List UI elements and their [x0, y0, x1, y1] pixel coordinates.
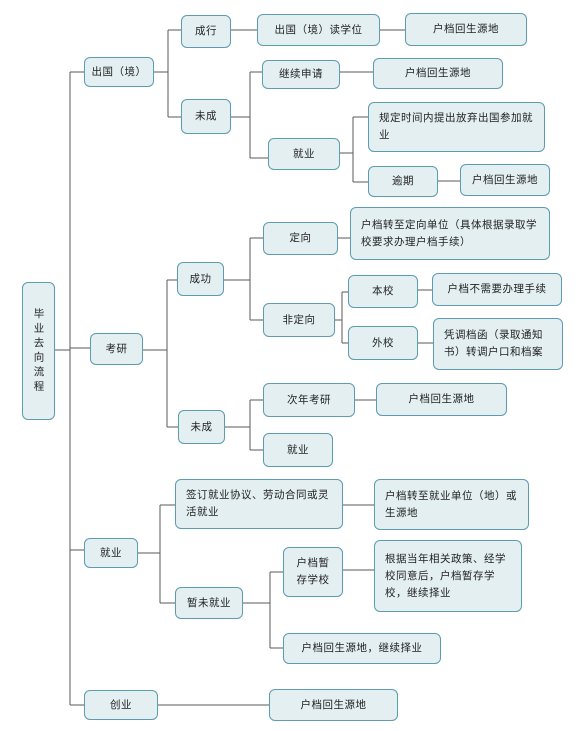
- node-employ-return: 户档回生源地，继续择业: [283, 633, 441, 664]
- node-grad-nondirected: 非定向: [263, 303, 335, 337]
- node-employ-signed-result: 户档转至就业单位（地）或生源地: [374, 479, 529, 530]
- node-grad-fail: 未成: [178, 410, 225, 444]
- node-grad-directed-result: 户档转至定向单位（具体根据录取学校要求办理户档手续）: [350, 207, 550, 260]
- node-grad-same-school: 本校: [348, 275, 418, 308]
- node-grad-same-school-result: 户档不需要办理手续: [432, 273, 562, 306]
- node-abroad-employ-giveup: 规定时间内提出放弃出国参加就业: [368, 102, 545, 152]
- node-employ-signed: 签订就业协议、劳动合同或灵活就业: [175, 479, 343, 529]
- node-abroad-employ: 就业: [268, 138, 340, 170]
- node-grad-fail-employ: 就业: [263, 433, 333, 467]
- root-label: 毕业去向流程: [32, 307, 45, 395]
- node-grad-other-school: 外校: [348, 326, 418, 360]
- node-abroad-study: 出国（境）读学位: [257, 14, 380, 46]
- node-startup-result: 户档回生源地: [269, 689, 398, 721]
- node-abroad-reapply-result: 户档回生源地: [373, 58, 503, 89]
- node-startup: 创业: [84, 690, 158, 720]
- node-grad-retry: 次年考研: [263, 383, 355, 417]
- node-abroad-study-result: 户档回生源地: [405, 13, 527, 46]
- node-grad-retry-result: 户档回生源地: [376, 383, 507, 416]
- node-employ-keep-school: 户档暂存学校: [283, 547, 343, 597]
- node-abroad-reapply: 继续申请: [262, 60, 340, 89]
- node-grad-success: 成功: [177, 262, 224, 296]
- node-employment: 就业: [84, 538, 138, 568]
- node-grad-exam: 考研: [90, 333, 143, 365]
- node-abroad-overdue-result: 户档回生源地: [460, 164, 550, 196]
- node-employ-not: 暂未就业: [175, 587, 243, 619]
- node-employ-keep-school-result: 根据当年相关政策、经学校同意后，户档暂存学校，继续择业: [374, 540, 522, 612]
- node-abroad-success: 成行: [181, 15, 231, 48]
- node-abroad-overdue: 逾期: [368, 166, 438, 197]
- node-grad-other-school-result: 凭调档函（录取通知书）转调户口和档案: [433, 318, 563, 370]
- node-abroad-fail: 未成: [181, 99, 231, 134]
- node-abroad: 出国（境）: [84, 57, 154, 87]
- root-node-graduation-flow: 毕业去向流程: [22, 282, 55, 420]
- node-grad-directed: 定向: [263, 222, 338, 255]
